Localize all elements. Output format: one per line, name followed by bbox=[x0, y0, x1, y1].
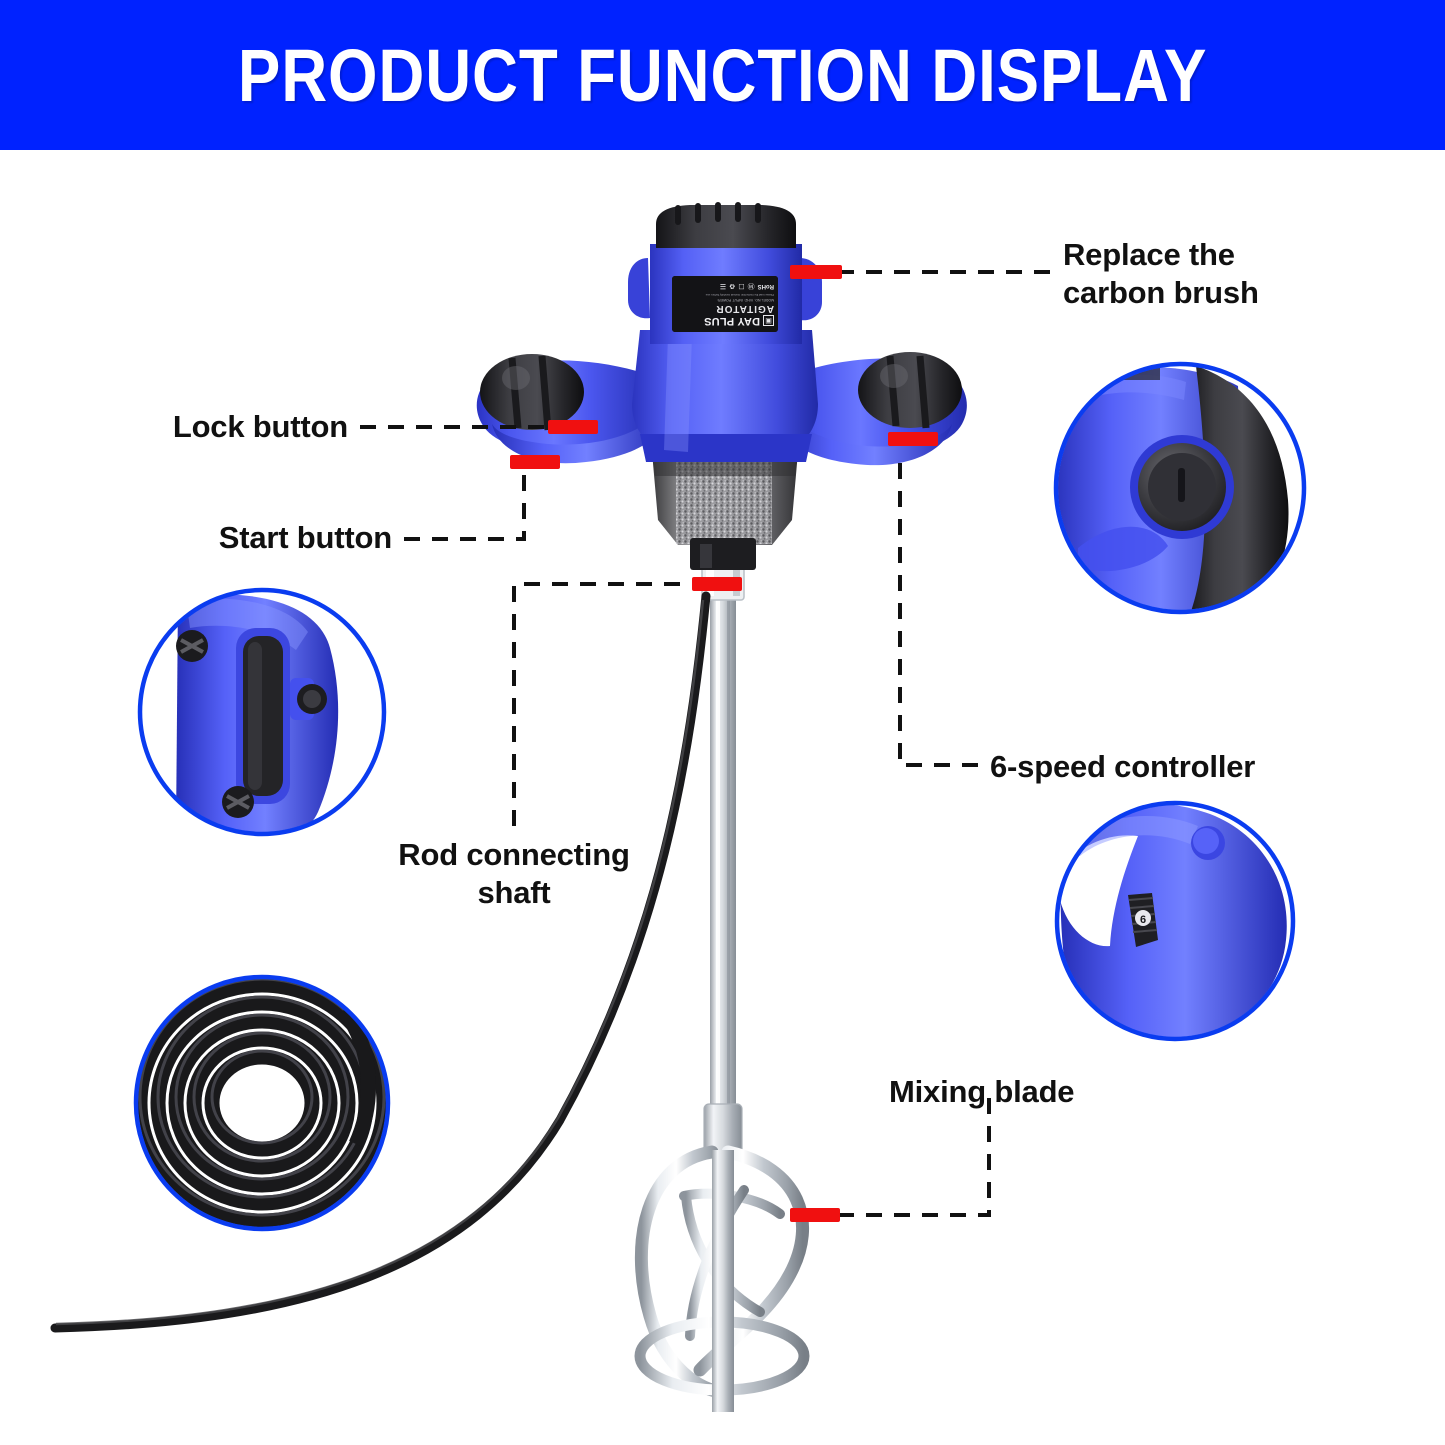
leader-start-button bbox=[404, 455, 560, 541]
nameplate-spec-line-1: MODEL NO. V/HZ: INPUT POWER: bbox=[716, 298, 774, 302]
waste-bin-icon: ♻ bbox=[729, 282, 736, 289]
speed-dial-detail-ring bbox=[1054, 800, 1296, 1042]
carbon-brush-detail-ring bbox=[1053, 361, 1307, 615]
carbon-brush-detail bbox=[1058, 366, 1302, 610]
ce-mark-icon: Ⓜ bbox=[747, 282, 755, 289]
power-cord-detail-ring bbox=[133, 974, 391, 1232]
product-name-plate: ▣ DAY PLUS AGITATOR MODEL NO. V/HZ: INPU… bbox=[672, 276, 778, 332]
leader-rod-shaft bbox=[512, 577, 742, 826]
power-cord bbox=[50, 591, 711, 1333]
nameplate-brand: DAY PLUS bbox=[703, 315, 760, 327]
handle-end-cap-left bbox=[480, 354, 584, 431]
power-cord-detail bbox=[138, 979, 386, 1227]
callout-speed-controller: 6-speed controller bbox=[990, 749, 1256, 784]
manual-icon: ☰ bbox=[719, 282, 727, 289]
callout-mixing-blade: Mixing blade bbox=[889, 1074, 1075, 1109]
leader-carbon-brush bbox=[790, 265, 1052, 279]
brand-logo-icon: ▣ bbox=[763, 315, 774, 327]
page-title: PRODUCT FUNCTION DISPLAY bbox=[237, 33, 1208, 117]
mixing-shaft bbox=[710, 596, 736, 1121]
start-button-detail bbox=[142, 592, 382, 832]
leader-lock-button bbox=[360, 420, 598, 434]
speed-dial-value: 6 bbox=[1140, 914, 1146, 926]
header-banner: PRODUCT FUNCTION DISPLAY bbox=[0, 0, 1445, 150]
leader-speed-controller bbox=[888, 432, 978, 767]
callout-carbon-brush: Replace the carbon brush bbox=[1063, 237, 1259, 310]
callout-rod-shaft: Rod connecting shaft bbox=[398, 837, 630, 910]
start-button-detail-ring bbox=[137, 587, 387, 837]
nameplate-product-type: AGITATOR bbox=[715, 303, 774, 314]
nameplate-spec-line-2: Please read the instruction manual caref… bbox=[705, 293, 774, 297]
leader-mixing-blade bbox=[790, 1098, 991, 1222]
speed-dial-detail: 6 bbox=[1059, 805, 1291, 1037]
double-insulation-icon: ☐ bbox=[738, 282, 745, 289]
gearbox-chuck bbox=[652, 452, 798, 570]
mixing-blade bbox=[634, 1103, 810, 1423]
callout-lock-button: Lock button bbox=[172, 409, 348, 444]
rohs-mark: RoHS bbox=[757, 283, 774, 289]
callout-start-button: Start button bbox=[218, 520, 392, 555]
handle-end-cap-right bbox=[858, 352, 962, 429]
